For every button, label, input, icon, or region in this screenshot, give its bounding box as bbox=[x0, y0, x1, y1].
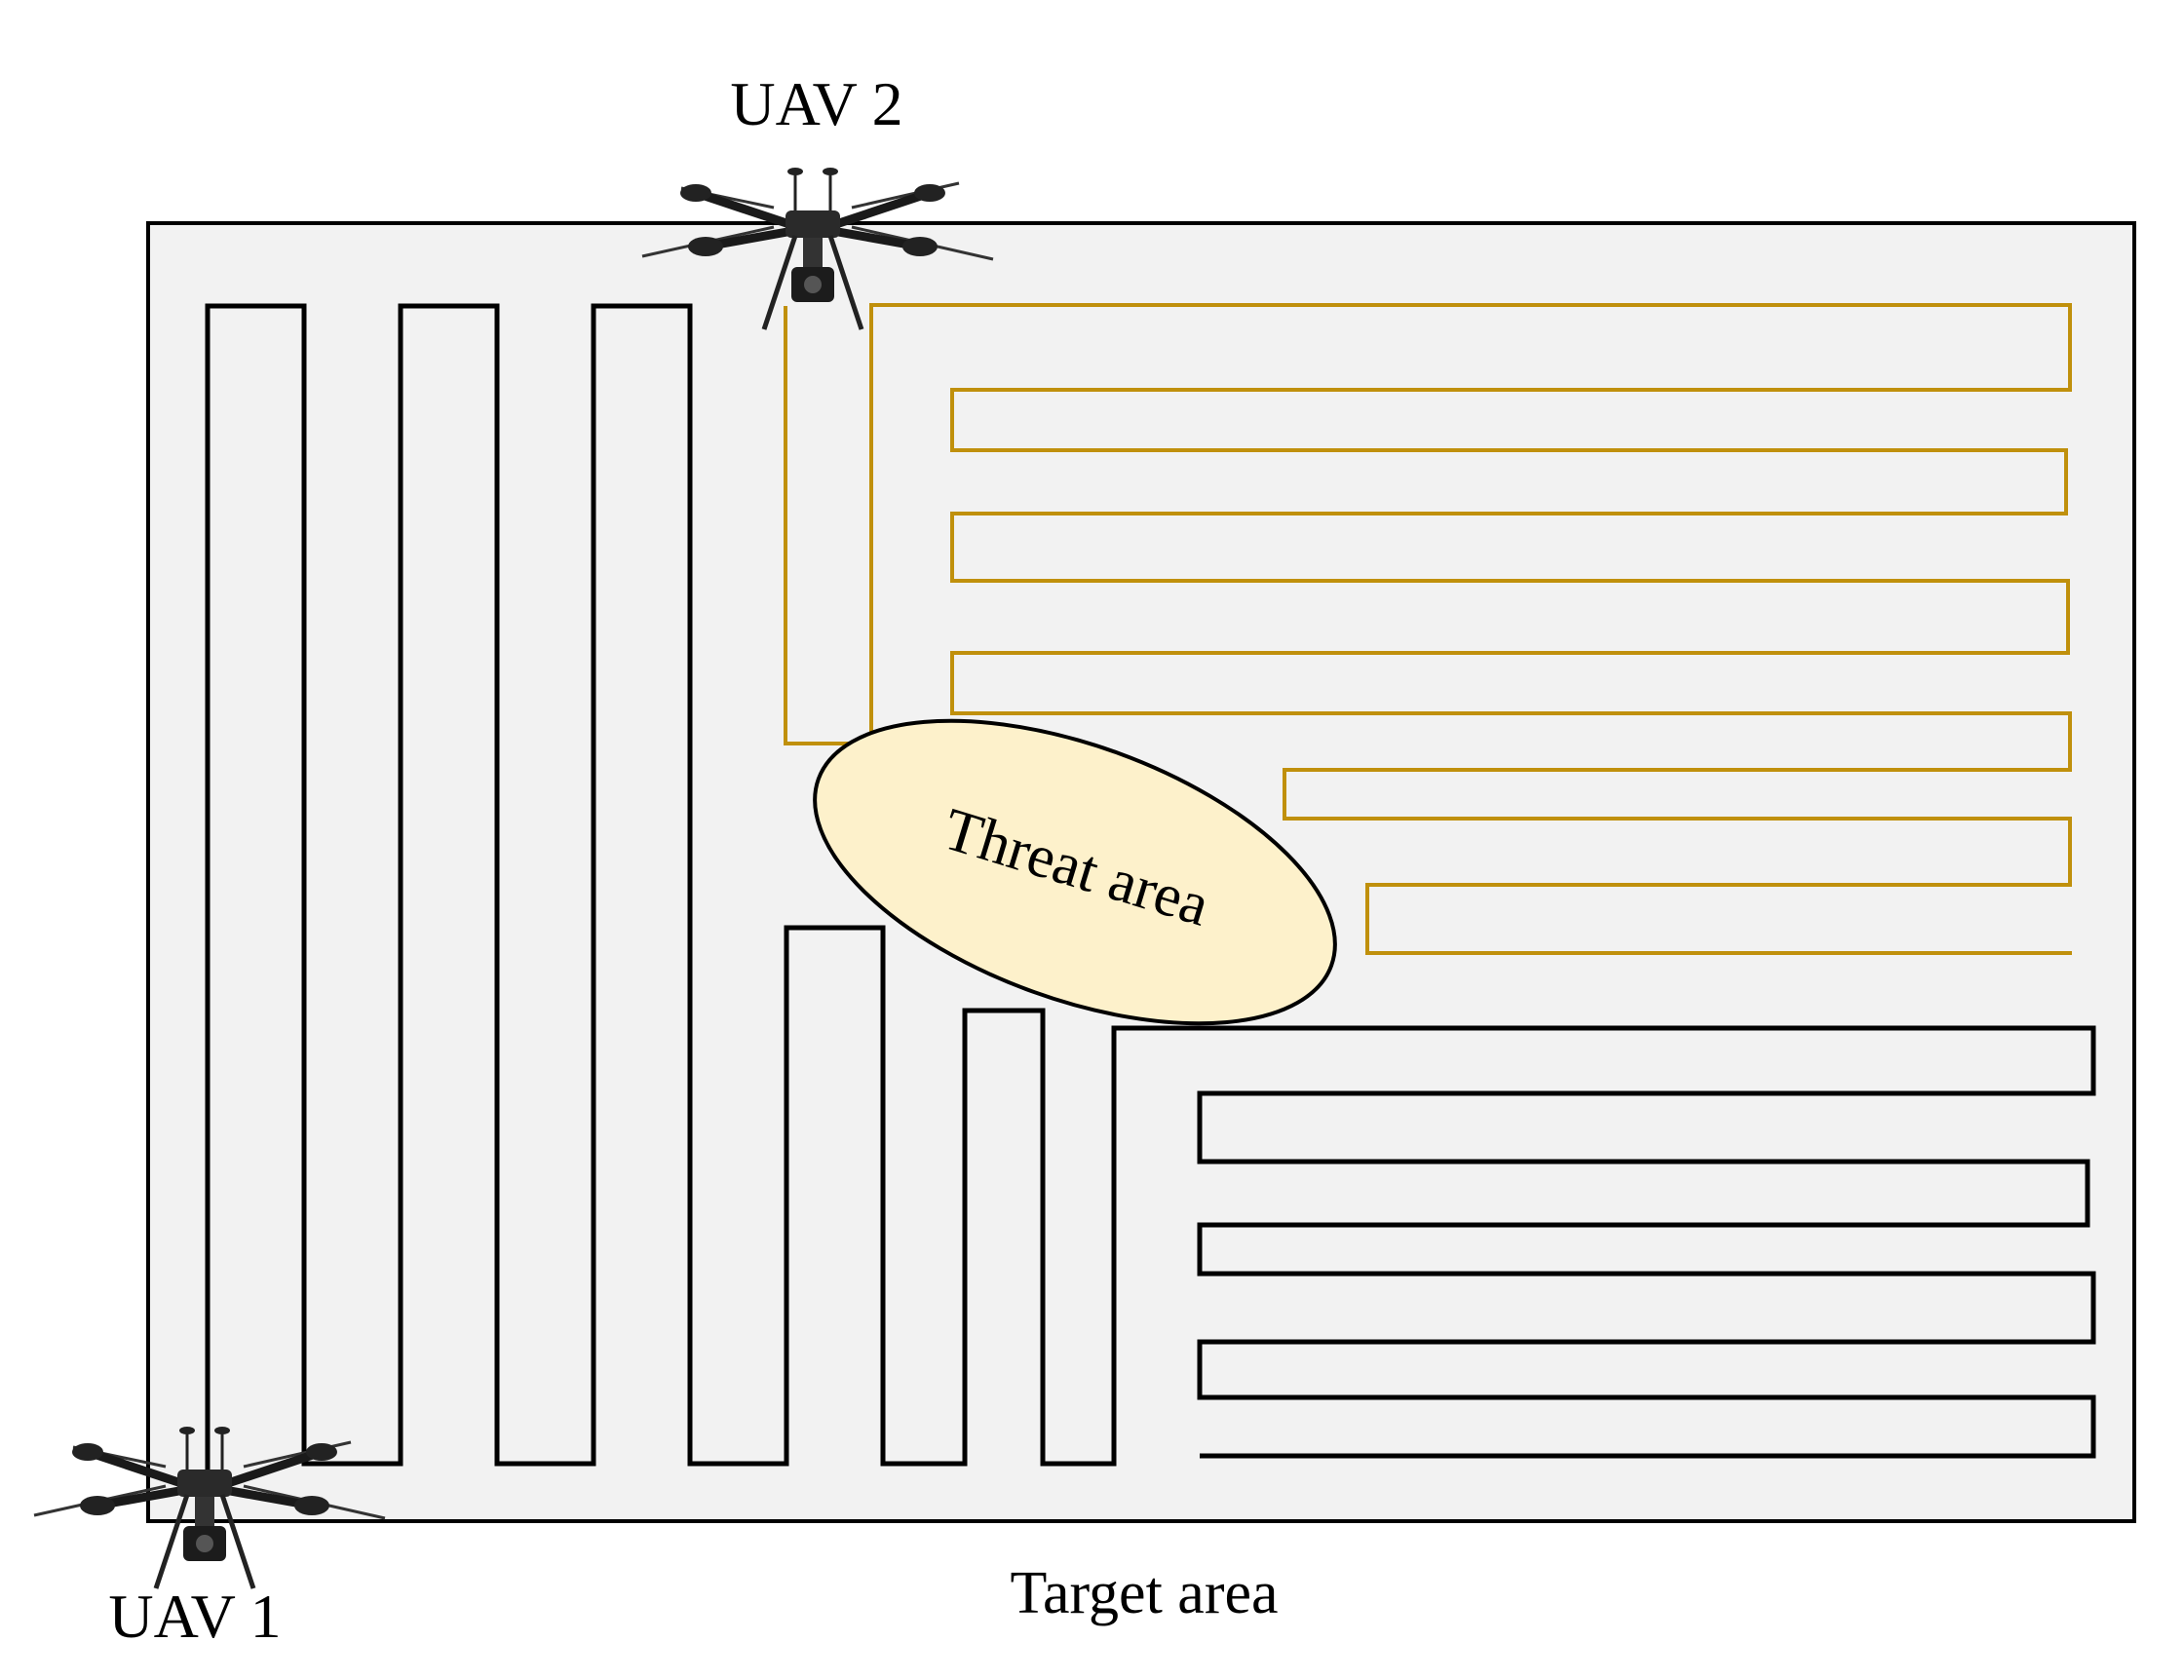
uav1-label: UAV 1 bbox=[108, 1582, 281, 1651]
uav2-label: UAV 2 bbox=[730, 69, 902, 138]
target-area-label: Target area bbox=[1010, 1560, 1278, 1626]
uav1-coverage-path bbox=[205, 303, 2096, 1510]
uav2-coverage-path bbox=[784, 303, 2072, 955]
threat-area-ellipse bbox=[813, 718, 1337, 1026]
